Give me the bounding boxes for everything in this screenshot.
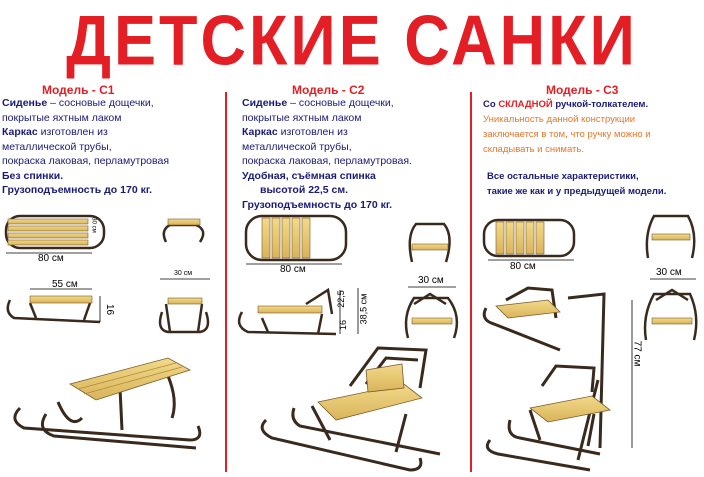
c2-photo (260, 346, 441, 472)
c1-front-view (158, 218, 210, 334)
c1-seat-text: – сосновые дощечки, (47, 97, 154, 109)
c1-seat-text2: покрытые яхтным лаком (2, 111, 122, 124)
c1-frame-label: Каркас (2, 126, 38, 138)
c1-side-view (6, 295, 101, 324)
c3-line1-a: Со (483, 99, 499, 110)
c2-frame-text: изготовлен из (277, 126, 348, 138)
c2-capacity: Грузоподъемность до 170 кг. (242, 198, 393, 211)
c2-back1: Удобная, съёмная спинка (242, 169, 376, 182)
c3-line1-c: ручкой-толкателем. (552, 99, 649, 110)
c3-rest1: Все остальные характеристики, (487, 171, 639, 182)
c3-orange2: заключается в том, что ручку можно и (483, 129, 651, 140)
c2-frame-label: Каркас (242, 126, 278, 138)
c2-side-view (237, 287, 337, 336)
c2-frame-text2: металлической трубы, (242, 140, 352, 153)
c3-photo (482, 286, 611, 472)
c1-dim-16: 16 (104, 303, 116, 316)
c1-dim-small: 30 см (90, 217, 97, 233)
c1-dim-width: 80 см (38, 253, 64, 264)
model-c2-title: Модель - С2 (292, 83, 365, 97)
c2-back2: высотой 22,5 см. (260, 184, 349, 196)
c1-top-view (4, 214, 106, 254)
c2-dim-width: 80 см (280, 264, 306, 275)
model-c1-description: Сиденье – сосновые дощечки, покрытые яхт… (2, 96, 222, 198)
column-divider-1 (225, 92, 227, 472)
c2-dim-seat: 30 см (418, 275, 444, 286)
model-c3-title: Модель - С3 (546, 83, 619, 97)
model-c2-description: Сиденье – сосновые дощечки, покрытые яхт… (242, 96, 470, 212)
c1-dim-seat-width: 30 см (174, 270, 193, 277)
c2-frame-text3: покраска лаковая, перламутровая. (242, 155, 412, 167)
c3-top-view (482, 218, 576, 261)
c3-front-view (643, 214, 698, 341)
c2-top-view (244, 214, 348, 265)
page-title: ДЕТСКИЕ САНКИ (66, 2, 638, 81)
c1-frame-text: изготовлен из (37, 126, 108, 138)
c2-seat-text: – сосновые дощечки, (287, 97, 394, 109)
c2-dim-height1: 22,5 (335, 290, 346, 308)
c2-seat-label: Сиденье (242, 97, 288, 109)
c3-dim-width: 80 см (510, 261, 536, 272)
c3-rest2: такие же как и у предыдущей модели. (487, 186, 667, 197)
c2-dim-16: 16 (338, 319, 349, 331)
c1-seat-label: Сиденье (2, 97, 48, 109)
c1-frame-text2: металлической трубы, (2, 140, 112, 153)
c3-orange3: складывать и снимать. (483, 144, 584, 155)
c2-front-view (404, 222, 459, 339)
model-c1-title: Модель - С1 (42, 83, 115, 97)
c1-back: Без спинки. (2, 169, 64, 182)
c3-foldable: СКЛАДНОЙ (498, 99, 553, 110)
column-divider-2 (470, 92, 472, 472)
c1-capacity: Грузоподъемность до 170 кг. (2, 184, 153, 196)
c3-dim-height: 77 см (631, 340, 643, 367)
c3-orange1: Уникальность данной конструкции (483, 114, 636, 125)
c2-seat-text2: покрытые яхтным лаком (242, 111, 362, 124)
c3-dim-seat: 30 см (656, 267, 682, 278)
c1-dim-length: 55 см (52, 279, 78, 290)
c1-photo (13, 357, 202, 450)
model-c3-description: Со СКЛАДНОЙ ручкой-толкателем. Уникально… (483, 97, 703, 199)
c2-dim-height2: 38,5 см (358, 293, 369, 325)
c1-frame-text3: покраска лаковая, перламутровая (2, 155, 170, 167)
